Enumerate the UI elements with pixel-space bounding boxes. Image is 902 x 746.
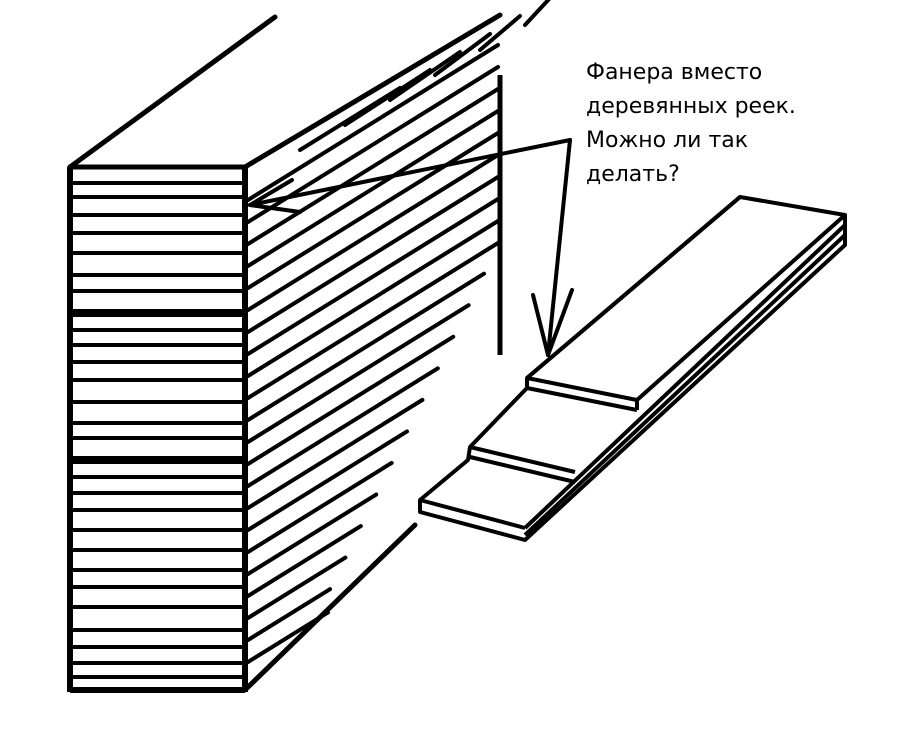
hatch-line [246, 610, 330, 664]
hatch-line [246, 87, 500, 246]
hatch-line [246, 366, 440, 488]
annotation-line: делать? [586, 162, 680, 187]
hatch-line [246, 271, 486, 422]
hatch-line [433, 32, 492, 77]
hatch-line [246, 555, 348, 620]
hatch-line [246, 43, 500, 202]
block-front-face-layers [67, 167, 248, 693]
annotation-line: деревянных реек. [586, 94, 796, 119]
hatch-line [246, 219, 500, 378]
hatch-line [246, 587, 332, 642]
hatch-line [246, 334, 456, 466]
plywood-strips [418, 195, 847, 542]
hatch-line [246, 492, 379, 576]
hatch-line [343, 68, 432, 127]
hatch-line [246, 197, 500, 356]
hatch-line [246, 175, 500, 334]
hatch-line [246, 241, 500, 400]
hatch-line [246, 131, 500, 290]
hatch-line [523, 0, 551, 27]
hatch-line [478, 14, 522, 52]
hatch-line [246, 524, 363, 598]
annotation-line: Фанера вместо [586, 60, 763, 85]
hatch-line [246, 397, 425, 510]
arrows [248, 138, 574, 357]
hatch-line [246, 153, 500, 312]
side-bottom-edge [242, 522, 418, 693]
block-side-face-hatching [242, 0, 551, 693]
hatch-line [246, 429, 409, 532]
hatch-line [388, 50, 462, 102]
block-top-face [67, 14, 278, 170]
hatch-line [246, 460, 394, 554]
hatch-line [246, 303, 471, 444]
annotation-line: Можно ли так [586, 128, 749, 153]
side-top-edge [242, 12, 503, 170]
annotation-question: Фанера вместо деревянных реек. Можно ли … [586, 56, 796, 192]
arrow-to-front-layers [248, 138, 572, 207]
arrow-to-strips [546, 138, 572, 357]
hatch-line [246, 109, 500, 268]
